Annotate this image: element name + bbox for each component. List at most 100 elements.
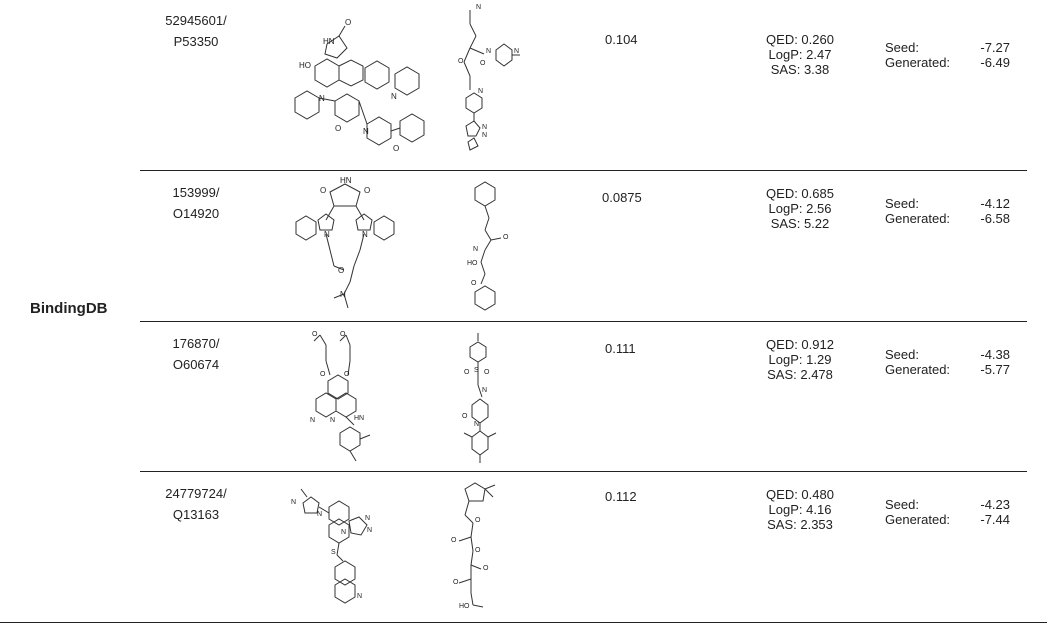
- protein-id: O60674: [172, 357, 220, 372]
- seed-atom-label: N: [340, 290, 346, 299]
- seed-atom-label: O: [393, 144, 400, 153]
- seed-atom-label: O: [335, 124, 342, 133]
- seed-atom-label: N: [324, 230, 330, 239]
- generated-score: -6.49: [980, 55, 1010, 70]
- seed-atom-label: S: [331, 549, 336, 556]
- gen-atom-label: N: [476, 4, 482, 11]
- target-id: 52945601/ P53350: [146, 10, 246, 52]
- gen-atom-label: HO: [467, 260, 478, 267]
- seed-atom-label: O: [345, 18, 352, 27]
- seed-atom-label: O: [340, 331, 346, 338]
- dataset-label: BindingDB: [30, 300, 108, 317]
- target-id: 24779724/ Q13163: [146, 483, 246, 525]
- seed-atom-label: N: [330, 417, 336, 424]
- row-divider: [140, 321, 1027, 322]
- gen-atom-label: O: [480, 60, 486, 67]
- seed-label: Seed:: [885, 40, 919, 55]
- ligand-id: 52945601/: [165, 13, 227, 28]
- seed-atom-label: HN: [340, 176, 352, 185]
- generated-score: -6.58: [980, 211, 1010, 226]
- seed-atom-label: N: [391, 92, 397, 101]
- gen-atom-label: S: [474, 367, 479, 374]
- logp-value: LogP: 1.29: [768, 352, 832, 367]
- sas-value: SAS: 5.22: [770, 216, 830, 231]
- seed-atom-label: O: [344, 371, 350, 378]
- qed-value: QED: 0.480: [766, 487, 834, 502]
- gen-atom-label: N: [486, 48, 492, 55]
- similarity-score: 0.0875: [602, 190, 642, 205]
- generated-label: Generated:: [885, 512, 951, 527]
- seed-atom-label: N: [367, 527, 373, 534]
- gen-atom-label: O: [475, 517, 481, 524]
- sas-value: SAS: 2.353: [767, 517, 833, 532]
- generated-label: Generated:: [885, 362, 951, 377]
- seed-label: Seed:: [885, 347, 919, 362]
- seed-atom-label: N: [291, 499, 297, 506]
- gen-atom-label: N: [482, 387, 488, 394]
- gen-atom-label: N: [482, 124, 488, 131]
- seed-score: -4.12: [980, 196, 1010, 211]
- seed-atom-label: HO: [299, 61, 311, 70]
- table-row: 24779724/ Q13163 N N N N N S N: [140, 473, 1027, 623]
- generated-score: -7.44: [980, 512, 1010, 527]
- seed-atom-label: HN: [354, 415, 365, 422]
- gen-atom-label: O: [464, 369, 470, 376]
- protein-id: P53350: [173, 34, 219, 49]
- gen-atom-label: O: [451, 537, 457, 544]
- seed-atom-label: O: [320, 186, 327, 195]
- docking-scores: Seed:-7.27 Generated:-6.49: [885, 40, 1010, 70]
- gen-atom-label: N: [482, 132, 488, 139]
- seed-label: Seed:: [885, 196, 919, 211]
- gen-atom-label: O: [475, 547, 481, 554]
- gen-atom-label: O: [453, 579, 459, 586]
- generated-label: Generated:: [885, 211, 951, 226]
- gen-atom-label: N: [478, 88, 484, 95]
- similarity-score: 0.112: [605, 489, 637, 504]
- sas-value: SAS: 3.38: [770, 62, 830, 77]
- seed-atom-label: O: [364, 186, 371, 195]
- protein-id: O14920: [172, 206, 220, 221]
- seed-atom-label: N: [341, 529, 347, 536]
- logp-value: LogP: 2.56: [768, 201, 832, 216]
- seed-atom-label: N: [310, 417, 316, 424]
- seed-atom-label: N: [357, 593, 363, 600]
- similarity-score: 0.111: [605, 341, 636, 356]
- seed-molecule: O O O O N N HN: [300, 331, 390, 465]
- sas-value: SAS: 2.478: [767, 367, 833, 382]
- gen-atom-label: O: [484, 369, 490, 376]
- seed-label: Seed:: [885, 497, 919, 512]
- seed-score: -7.27: [980, 40, 1010, 55]
- gen-atom-label: O: [471, 280, 477, 287]
- gen-atom-label: O: [483, 565, 489, 572]
- seed-atom-label: N: [317, 511, 323, 518]
- gen-atom-label: O: [503, 234, 509, 241]
- molecule-properties: QED: 0.912 LogP: 1.29 SAS: 2.478: [745, 337, 855, 382]
- generated-molecule: O O O O O HO: [445, 481, 525, 621]
- similarity-score: 0.104: [605, 32, 638, 47]
- gen-atom-label: N: [473, 246, 479, 253]
- seed-atom-label: O: [320, 371, 326, 378]
- table-row: 153999/ O14920 HN O O N N O N: [140, 172, 1027, 322]
- docking-scores: Seed:-4.38 Generated:-5.77: [885, 347, 1010, 377]
- molecule-properties: QED: 0.685 LogP: 2.56 SAS: 5.22: [745, 186, 855, 231]
- ligand-id: 24779724/: [165, 486, 227, 501]
- docking-scores: Seed: -4.12 Generated: -6.58: [885, 196, 1010, 226]
- ligand-id: 176870/: [172, 336, 220, 351]
- seed-score: -4.23: [980, 497, 1010, 512]
- seed-atom-label: N: [363, 127, 369, 136]
- seed-molecule: HN O O N N O N: [290, 174, 400, 318]
- qed-value: QED: 0.260: [766, 32, 834, 47]
- molecule-properties: QED: 0.480 LogP: 4.16 SAS: 2.353: [745, 487, 855, 532]
- seed-atom-label: N: [365, 515, 371, 522]
- seed-atom-label: HN: [323, 37, 335, 46]
- seed-molecule: N N N N N S N: [285, 485, 395, 615]
- ligand-id: 153999/: [172, 185, 220, 200]
- molecule-properties: QED: 0.260 LogP: 2.47 SAS: 3.38: [745, 32, 855, 77]
- generated-molecule: S O O N N O: [450, 329, 520, 469]
- docking-scores: Seed: -4.23 Generated: -7.44: [885, 497, 1010, 527]
- table-row: 176870/ O60674 O O O O N N HN: [140, 323, 1027, 473]
- protein-id: Q13163: [172, 507, 220, 522]
- gen-atom-label: O: [462, 413, 468, 420]
- logp-value: LogP: 4.16: [768, 502, 832, 517]
- table-bottom-rule: [0, 622, 1047, 623]
